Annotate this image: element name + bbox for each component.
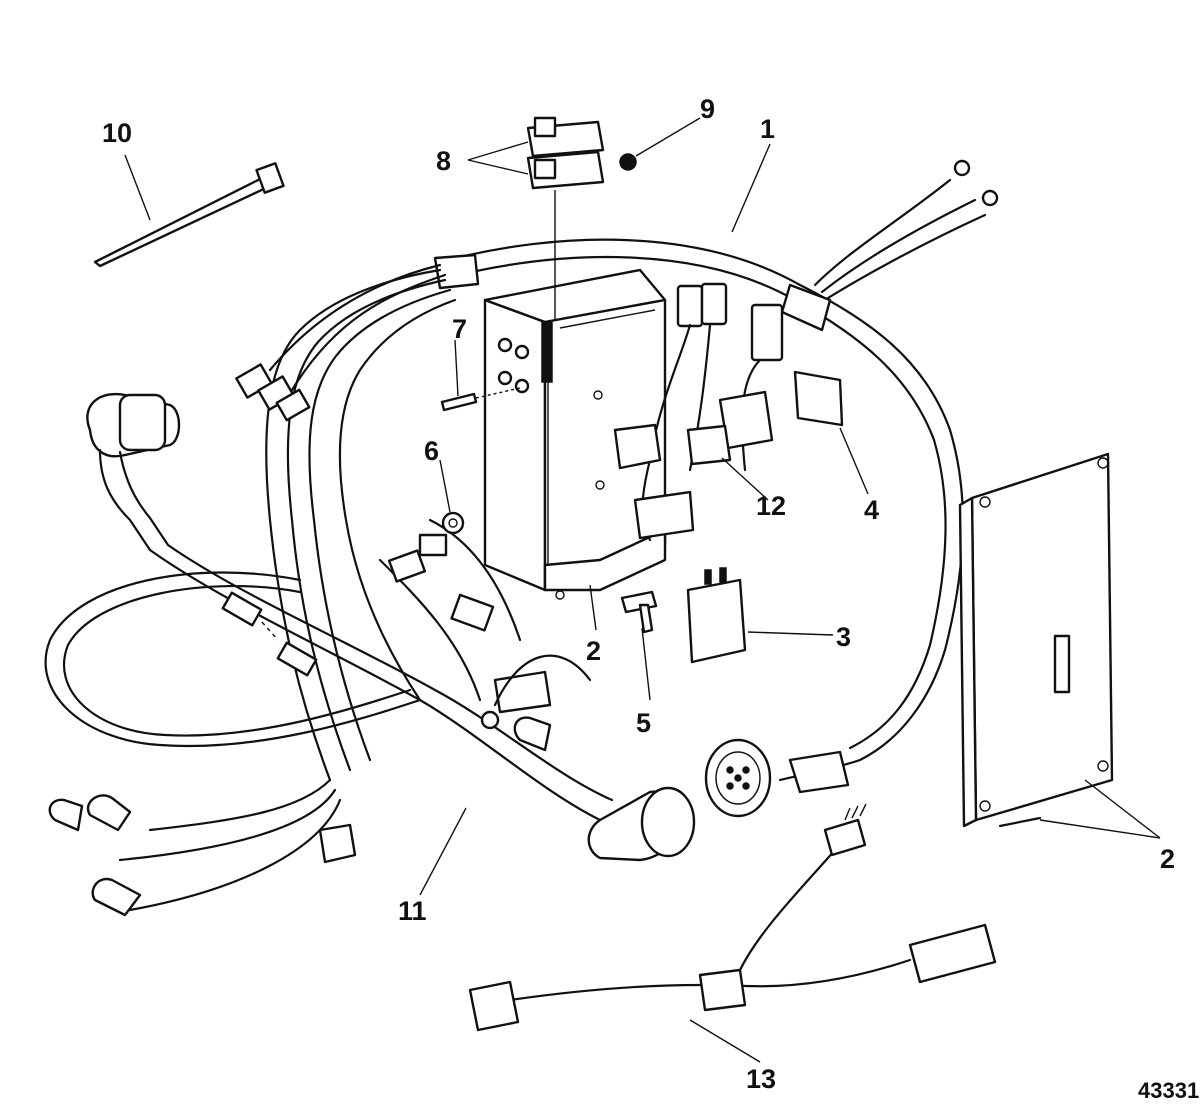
engine-harness [44,392,696,917]
callout-3: 3 [836,622,851,652]
callout-11: 11 [398,896,427,926]
screw-7 [440,392,478,412]
relay-3 [686,578,747,664]
relays-group [440,282,844,664]
harness-connector [704,738,772,818]
bolt-5 [620,590,658,614]
circuit-breakers [526,116,637,320]
callout-4: 4 [864,495,879,525]
y-adapter-harness [468,803,997,1032]
callout-6: 6 [424,436,439,466]
callout-12: 12 [756,491,786,521]
ecm-module [958,452,1114,828]
relay-4 [793,370,844,427]
callout-7: 7 [452,314,467,344]
reference-number: 43331 [1138,1078,1199,1103]
cable-tie [93,162,285,268]
callout-2-module: 2 [1160,844,1175,874]
relay-12 [686,424,732,466]
callout-8: 8 [436,146,451,176]
callout-10: 10 [102,118,132,148]
nut-9 [619,153,637,171]
callout-5: 5 [636,708,651,738]
callout-2-bracket: 2 [586,636,601,666]
nut-6 [441,511,465,535]
callout-13: 13 [746,1064,776,1094]
callout-1: 1 [760,114,775,144]
callout-9: 9 [700,94,715,124]
callouts: 1 2 2 3 4 5 6 7 8 9 10 11 12 13 43331 [102,94,1199,1103]
leader-lines [124,117,1161,1063]
main-harness [235,159,999,794]
bracket-box [483,268,667,600]
